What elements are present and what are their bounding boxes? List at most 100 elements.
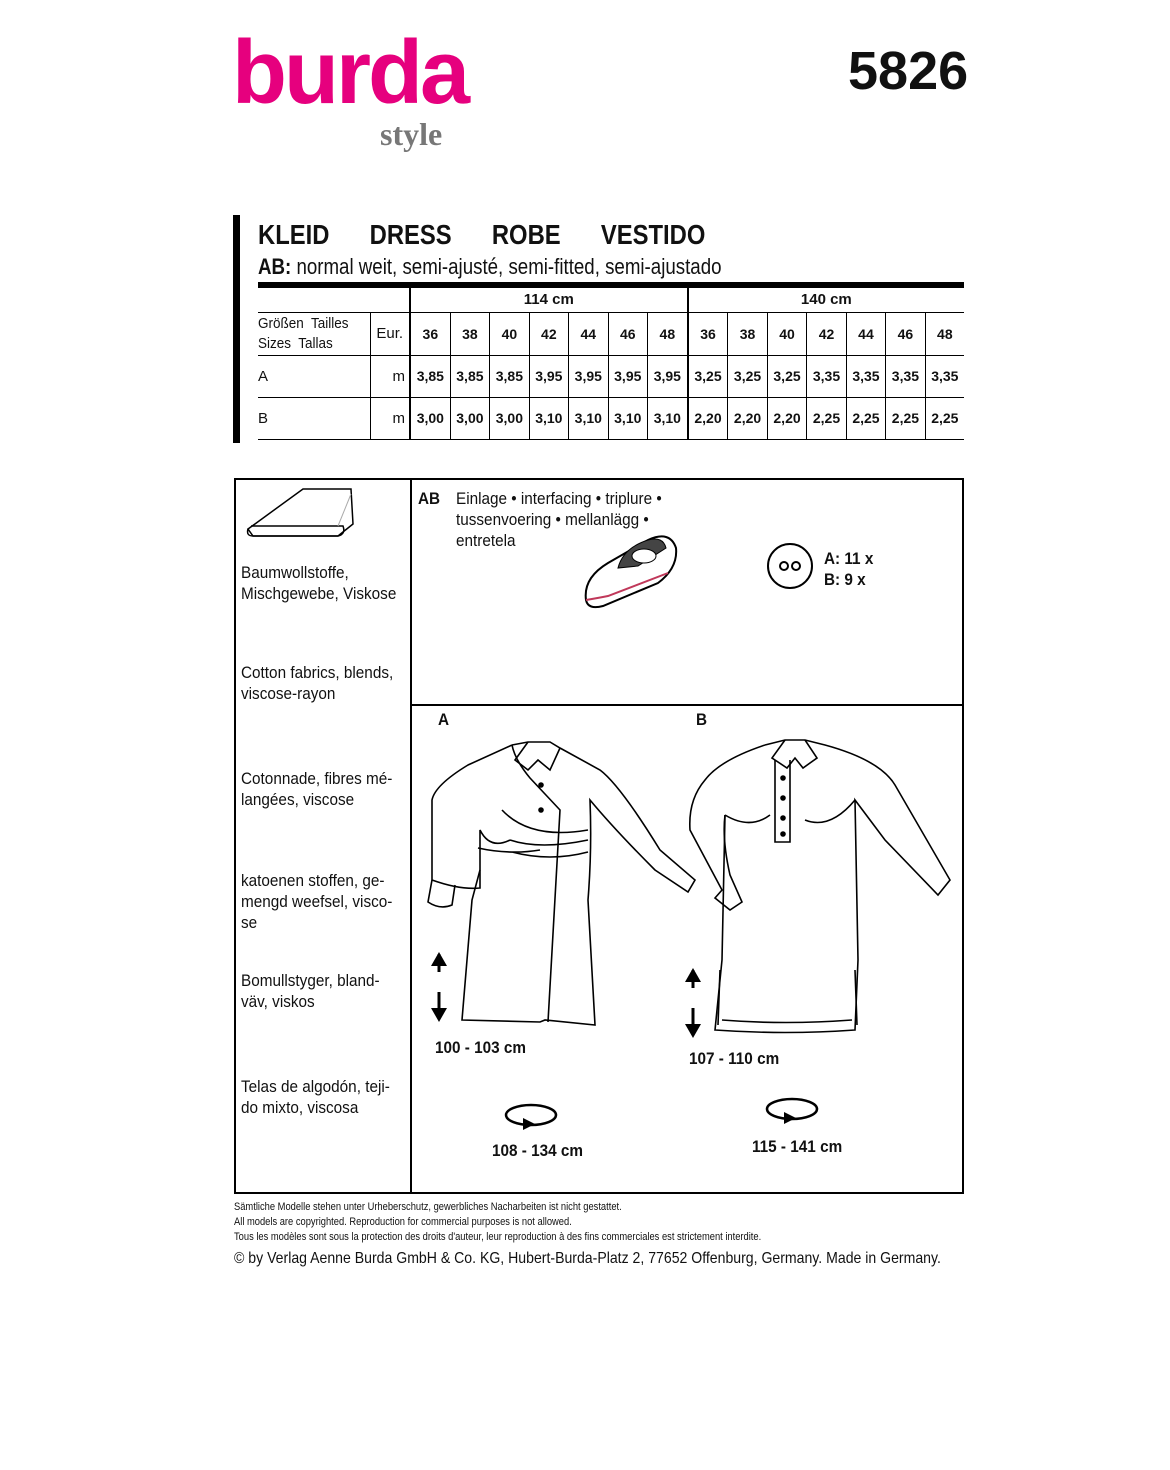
yardage-cell: 3,10 (607, 396, 649, 440)
fabric-text: Bomullstyger, bland- (241, 971, 380, 990)
yardage-cell: 3,10 (528, 396, 570, 440)
divider (411, 704, 963, 706)
iron-icon (584, 535, 678, 609)
interfacing-line: entretela (456, 531, 516, 550)
unit: cm (503, 1038, 527, 1057)
yardage-cell: 3,85 (489, 354, 530, 398)
view-label: B (258, 396, 371, 440)
brand-logo: burda (232, 23, 470, 123)
yardage-cell: 2,20 (766, 396, 808, 440)
yardage-cell: 3,85 (449, 354, 491, 398)
yardage-cell: 3,35 (845, 354, 887, 398)
divider (410, 478, 412, 1194)
size: 48 (646, 311, 689, 356)
fabric-text: Baumwollstoffe, (241, 563, 349, 582)
size-label: Größen Tailles (258, 314, 349, 332)
view-a-width: 108 - 134 cm (492, 1140, 583, 1161)
size: 44 (568, 311, 609, 356)
view-a-label: A (438, 710, 450, 729)
views-label: AB (418, 489, 441, 508)
yardage-cell: 3,95 (568, 354, 609, 398)
fabric-text: väv, viskos (241, 992, 315, 1011)
page-title: KLEID DRESS ROBE VESTIDO (258, 219, 706, 250)
yardage-cell: 3,95 (528, 354, 570, 398)
fabric-text: langées, viscose (241, 790, 355, 809)
length-value: 100 - 103 (435, 1038, 500, 1057)
view-b-label: B (696, 710, 708, 729)
yardage-cell: 3,35 (924, 354, 964, 398)
size: 42 (528, 311, 570, 356)
fit-text: normal weit, semi-ajusté, semi-fitted, s… (291, 254, 722, 279)
size: 36 (686, 311, 729, 356)
yardage-cell: 2,20 (727, 396, 768, 440)
eur-label: Eur. (369, 311, 411, 356)
size: 44 (845, 311, 887, 356)
size: 42 (806, 311, 847, 356)
size: 40 (489, 311, 530, 356)
unit: cm (757, 1049, 780, 1068)
fabric-text: do mixto, viscosa (241, 1098, 359, 1117)
yardage-cell: 2,25 (885, 396, 926, 440)
width-value: 115 - 141 (752, 1137, 816, 1156)
view-b-length: 107 - 110 cm (689, 1048, 779, 1069)
fit-description: AB: normal weit, semi-ajusté, semi-fitte… (258, 254, 721, 279)
unit-label: m (369, 354, 411, 398)
length-arrow-icon (431, 952, 447, 1022)
size: 38 (727, 311, 768, 356)
width-value: 108 - 134 (492, 1141, 557, 1160)
fabric-text: Mischgewebe, Viskose (241, 584, 397, 603)
view-b-width: 115 - 141 cm (752, 1136, 842, 1157)
copyright-en: All models are copyrighted. Reproduction… (234, 1216, 572, 1228)
title-bar (233, 215, 240, 443)
fabric-text: katoenen stoffen, ge- (241, 871, 385, 890)
copyright-de: Sämtliche Modelle stehen unter Urhebersc… (234, 1201, 622, 1213)
size: 46 (607, 311, 649, 356)
fabric-text: Telas de algodón, teji- (241, 1077, 390, 1096)
dress-b-illustration (688, 739, 951, 1034)
length-value: 107 - 110 (689, 1049, 753, 1068)
interfacing-line: Einlage • interfacing • triplure • (456, 489, 662, 508)
buttons-b: B: 9 x (824, 570, 866, 589)
size: 40 (766, 311, 808, 356)
size: 46 (885, 311, 926, 356)
view-label: A (258, 354, 371, 398)
unit: cm (560, 1141, 584, 1160)
fabric-text: mengd weefsel, visco- (241, 892, 393, 911)
fabric-text: se (241, 913, 258, 932)
buttons-a: A: 11 x (824, 549, 874, 568)
info-box (234, 478, 964, 1194)
fabric-text: Cotonnade, fibres mé- (241, 769, 393, 788)
yardage-cell: 3,10 (646, 396, 689, 440)
dress-a-illustration (427, 741, 697, 1026)
size: 48 (924, 311, 964, 356)
yardage-cell: 3,25 (686, 354, 729, 398)
yardage-cell: 2,25 (845, 396, 887, 440)
yardage-cell: 3,25 (727, 354, 768, 398)
yardage-cell: 2,20 (686, 396, 729, 440)
unit-label: m (369, 396, 411, 440)
interfacing-line: tussenvoering • mellanlägg • (456, 510, 649, 529)
fabric-text: Cotton fabrics, blends, (241, 663, 394, 682)
publisher-line: © by Verlag Aenne Burda GmbH & Co. KG, H… (234, 1250, 941, 1267)
hip-width-icon (765, 1097, 819, 1124)
yardage-cell: 3,00 (408, 396, 451, 440)
width-114: 114 cm (409, 284, 689, 313)
pattern-number: 5826 (848, 41, 969, 101)
yardage-cell: 3,35 (806, 354, 847, 398)
yardage-cell: 3,00 (489, 396, 530, 440)
fabric-text: viscose-rayon (241, 684, 336, 703)
size-label: Sizes Tallas (258, 334, 333, 352)
length-arrow-icon (685, 968, 701, 1038)
view-a-length: 100 - 103 cm (435, 1037, 526, 1058)
yardage-cell: 3,95 (607, 354, 649, 398)
yardage-cell: 3,25 (766, 354, 808, 398)
brand-logo-sub: style (380, 116, 443, 152)
size: 38 (449, 311, 491, 356)
button-icon (767, 543, 813, 589)
yardage-cell: 3,95 (646, 354, 689, 398)
hip-width-icon (504, 1103, 558, 1130)
yardage-cell: 3,35 (885, 354, 926, 398)
size: 36 (408, 311, 451, 356)
yardage-cell: 3,10 (568, 396, 609, 440)
